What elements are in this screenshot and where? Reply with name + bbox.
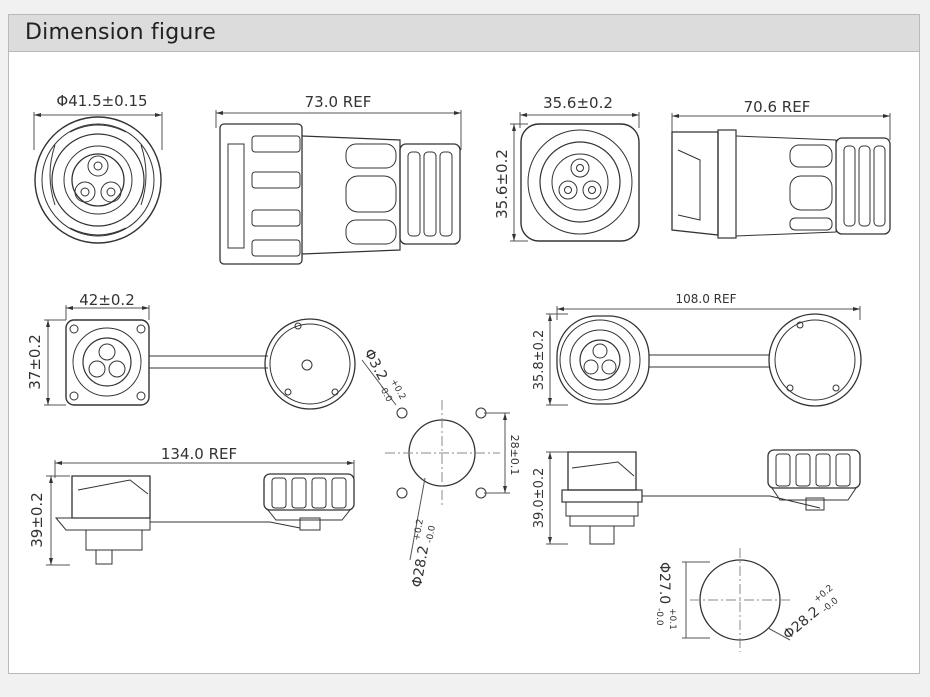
side-view-flange-with-cap — [46, 460, 355, 566]
square-flange-receptacle-with-cap — [44, 305, 356, 410]
dim-phi-28-2-a-group: Φ28.2 +0.2 -0.0 — [409, 518, 438, 588]
panel-cutout-square-flange — [361, 359, 510, 561]
dim-108-ref: 108.0 REF — [676, 292, 737, 306]
drawing-frame — [8, 14, 920, 674]
dim-phi-28-2-a-tol-down: -0.0 — [425, 524, 438, 543]
section-header: Dimension figure — [8, 14, 920, 52]
dim-39-0: 39.0±0.2 — [532, 468, 547, 529]
panel-cutout-round — [682, 548, 791, 652]
dim-phi-28-2-b-group: Φ28.2 +0.2 -0.0 — [780, 583, 840, 643]
side-view-round-with-cap — [546, 449, 861, 545]
dim-phi-3-2-group: Φ3.2 +0.2 -0.0 — [360, 346, 407, 404]
dim-35-6-height: 35.6±0.2 — [493, 149, 511, 219]
section-title: Dimension figure — [25, 20, 216, 45]
dim-phi-28-2-a-tol-up: +0.2 — [412, 518, 426, 541]
front-view-round-connector — [33, 112, 163, 244]
dim-39: 39±0.2 — [28, 492, 46, 548]
dim-37: 37±0.2 — [26, 334, 44, 390]
front-view-panel-receptacle — [510, 112, 640, 242]
dim-134-ref: 134.0 REF — [161, 445, 237, 463]
round-receptacle-with-cap — [546, 306, 862, 407]
dim-phi-27-tol-down: -0.0 — [654, 608, 664, 626]
dim-phi-27: Φ27.0 — [656, 562, 672, 604]
dim-35-8: 35.8±0.2 — [532, 330, 547, 391]
dim-phi-3-2: Φ3.2 — [360, 346, 390, 383]
dim-phi-28-2-b: Φ28.2 — [780, 604, 823, 643]
side-view-receptacle — [671, 113, 891, 239]
side-view-plug — [215, 110, 462, 265]
dim-phi-28-2-a: Φ28.2 — [409, 544, 432, 588]
dim-70-6-ref: 70.6 REF — [744, 98, 811, 116]
dim-35-6-width: 35.6±0.2 — [543, 94, 613, 112]
dim-28: 28±0.1 — [508, 435, 521, 476]
dim-phi-27-tol-up: +0.1 — [667, 608, 677, 630]
dim-73-ref: 73.0 REF — [305, 93, 372, 111]
dim-phi-41-5: Φ41.5±0.15 — [56, 92, 147, 110]
dim-phi-27-group: Φ27.0 +0.1 -0.0 — [654, 562, 677, 630]
dim-42: 42±0.2 — [79, 291, 135, 309]
